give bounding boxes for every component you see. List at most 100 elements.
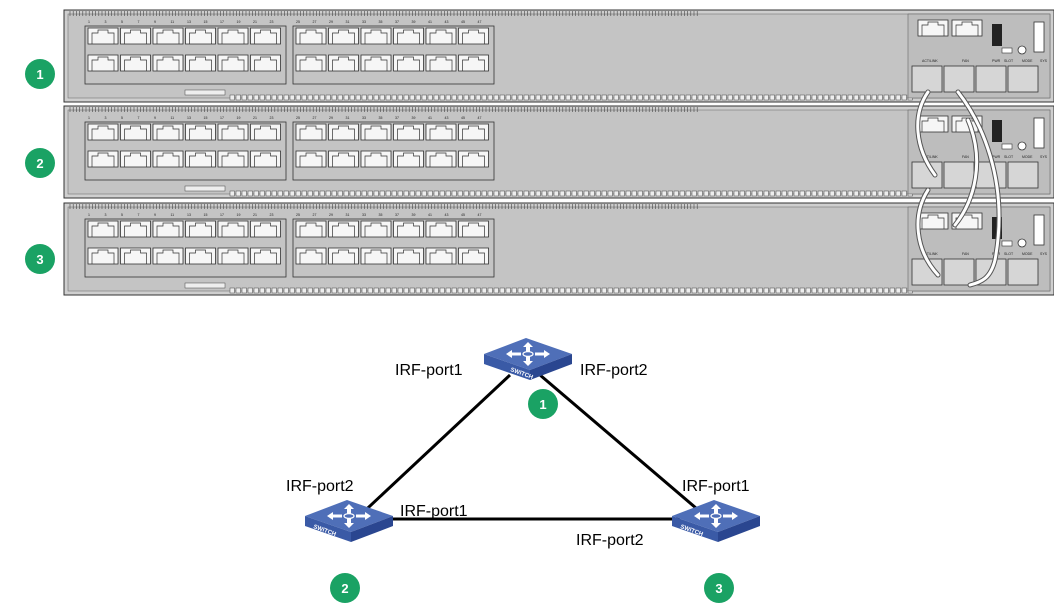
- ethernet-port: [250, 150, 281, 168]
- port-number: 39: [412, 213, 416, 217]
- ethernet-port: [295, 220, 327, 238]
- ethernet-port: [360, 150, 392, 168]
- port-number: 37: [395, 20, 399, 24]
- ethernet-port: [295, 27, 327, 45]
- ethernet-port: [185, 123, 216, 141]
- port-number: 41: [428, 20, 432, 24]
- port-number: 31: [346, 213, 350, 217]
- port-number: 5: [121, 213, 123, 217]
- port-number: 3: [105, 20, 107, 24]
- ethernet-port: [185, 27, 216, 45]
- port-number: 41: [428, 213, 432, 217]
- port-number: 21: [253, 20, 257, 24]
- ethernet-port: [458, 123, 489, 141]
- ethernet-port: [458, 247, 489, 265]
- ethernet-port: [295, 54, 327, 72]
- ethernet-port: [250, 247, 281, 265]
- port-number: 5: [121, 116, 123, 120]
- panel-label: PWR: [992, 59, 1001, 63]
- ethernet-port: [295, 247, 327, 265]
- ethernet-port: [425, 150, 457, 168]
- port-number: 47: [478, 20, 482, 24]
- ethernet-port: [120, 54, 151, 72]
- port-number: 1: [88, 213, 90, 217]
- topology-badge-3: 3: [704, 573, 734, 603]
- ethernet-port: [458, 150, 489, 168]
- panel-label: SLOT: [1004, 59, 1014, 63]
- port-number: 43: [445, 116, 449, 120]
- port-number: 15: [204, 213, 208, 217]
- port-number: 39: [412, 20, 416, 24]
- panel-label: FAN: [962, 59, 969, 63]
- ethernet-port: [217, 150, 249, 168]
- ethernet-port: [458, 220, 489, 238]
- port-number: 25: [296, 20, 300, 24]
- port-number: 23: [270, 20, 274, 24]
- ethernet-port: [425, 247, 457, 265]
- port-number: 25: [296, 116, 300, 120]
- irf-cables: [915, 89, 1002, 288]
- panel-label: SYS: [1040, 252, 1048, 256]
- chassis-badge-1: 1: [25, 59, 55, 89]
- port-number: 39: [412, 116, 416, 120]
- ethernet-port: [458, 27, 489, 45]
- ethernet-port: [152, 54, 184, 72]
- port-number: 21: [253, 116, 257, 120]
- ethernet-port: [393, 220, 424, 238]
- console-port: [917, 115, 949, 133]
- port-number: 43: [445, 20, 449, 24]
- panel-label: ACT/LINK: [922, 155, 938, 159]
- panel-label: MODE: [1022, 155, 1033, 159]
- port-number: 15: [204, 116, 208, 120]
- topology-badge-1: 1: [528, 389, 558, 419]
- ethernet-port: [360, 247, 392, 265]
- ethernet-port: [152, 220, 184, 238]
- panel-label: FAN: [962, 155, 969, 159]
- port-number: 3: [105, 116, 107, 120]
- port-number: 9: [154, 116, 156, 120]
- ethernet-port: [328, 123, 359, 141]
- ethernet-port: [250, 27, 281, 45]
- sfp-port: [911, 65, 943, 93]
- console-port: [917, 19, 949, 37]
- svg-text:1: 1: [36, 67, 43, 82]
- sfp-port: [1007, 65, 1039, 93]
- panel-label: SYS: [1040, 155, 1048, 159]
- ethernet-port: [360, 54, 392, 72]
- panel-label: ACT/LINK: [922, 59, 938, 63]
- ethernet-port: [217, 54, 249, 72]
- port-number: 13: [187, 20, 191, 24]
- ethernet-port: [152, 247, 184, 265]
- port-number: 37: [395, 213, 399, 217]
- sfp-port: [943, 65, 975, 93]
- switch-icon-1: SWITCH: [483, 337, 573, 381]
- sfp-port: [943, 161, 975, 189]
- link-1-3: [539, 373, 711, 522]
- ethernet-port: [217, 27, 249, 45]
- port-label-3-irf1: IRF-port1: [682, 478, 750, 495]
- port-number: 45: [461, 116, 465, 120]
- ethernet-port: [360, 220, 392, 238]
- port-number: 47: [478, 213, 482, 217]
- panel-label: SLOT: [1004, 252, 1014, 256]
- port-number: 19: [237, 213, 241, 217]
- port-number: 11: [171, 213, 175, 217]
- port-number: 37: [395, 116, 399, 120]
- link-1-2: [353, 373, 512, 522]
- port-number: 11: [171, 116, 175, 120]
- sfp-port: [1007, 161, 1039, 189]
- port-number: 17: [220, 20, 224, 24]
- port-number: 7: [138, 213, 140, 217]
- svg-text:3: 3: [36, 252, 43, 267]
- port-number: 27: [313, 213, 317, 217]
- ethernet-port: [185, 54, 216, 72]
- ethernet-port: [393, 247, 424, 265]
- chassis-badge-3: 3: [25, 244, 55, 274]
- ethernet-port: [120, 247, 151, 265]
- ethernet-port: [425, 27, 457, 45]
- port-number: 33: [362, 213, 366, 217]
